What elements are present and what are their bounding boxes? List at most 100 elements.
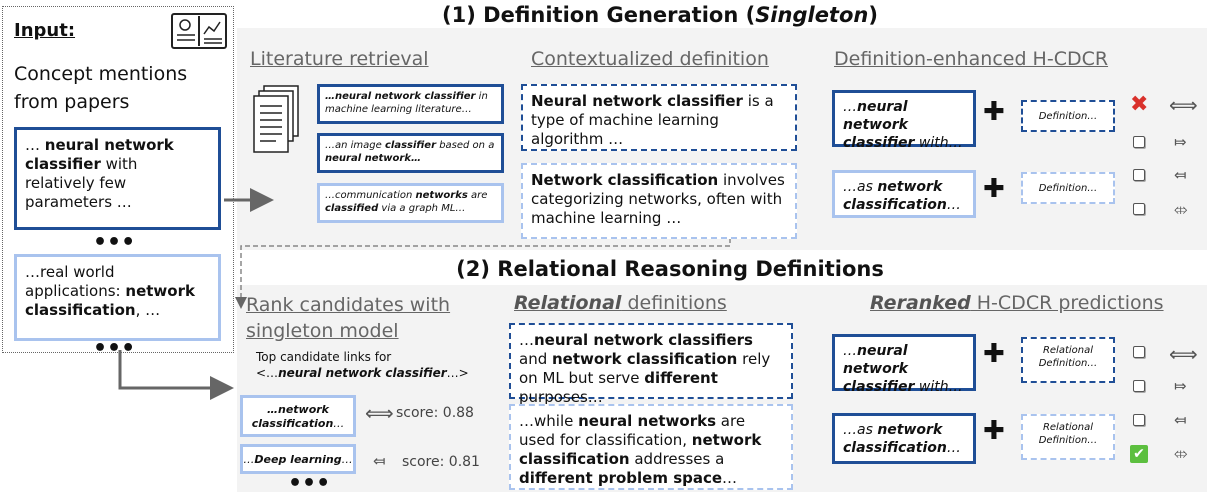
mention-bold: network classification: [843, 422, 947, 456]
definition-box-2: Definition…: [1021, 172, 1115, 204]
snippet-text: based on a: [436, 140, 495, 151]
mention-pre: …: [843, 343, 857, 359]
relational-text: addresses a: [629, 450, 725, 468]
snippet-bold: classifier: [384, 140, 437, 151]
rank-candidates-heading: Rank candidates with singleton model: [246, 292, 450, 344]
section1-title-post: ): [868, 3, 878, 27]
cross-icon: ✖: [1130, 92, 1149, 117]
definition-box-1: Definition…: [1021, 100, 1115, 132]
relational-bold: network classification: [552, 350, 738, 368]
relational-definition-box-1: Relational Definition…: [1021, 337, 1115, 383]
snippet-bold: neural network…: [325, 153, 421, 164]
document-stack-icon: [252, 84, 300, 154]
snippet-text: …an image: [325, 140, 385, 151]
mention-post: with…: [914, 379, 963, 395]
plus-icon: ✚: [983, 174, 1005, 204]
check-icon: ✔: [1130, 445, 1148, 463]
definition-network-classification: Network classification involves categori…: [521, 163, 797, 239]
relational-definition-1: …neural network classifiers and network …: [509, 323, 793, 406]
snippet-text: …communication: [325, 190, 416, 201]
caption-pre: <…: [256, 366, 279, 380]
rank-caption-line2: <…neural network classifier…>: [256, 365, 469, 381]
candidate-post: …: [341, 453, 353, 466]
definition-enhanced-heading: Definition-enhanced H-CDCR: [834, 48, 1109, 70]
book-icon: [171, 12, 227, 50]
reranked-predictions-heading: Reranked H-CDCR predictions: [870, 292, 1164, 314]
ellipsis: •••: [288, 471, 331, 496]
arrow-input-to-rank: [118, 350, 234, 400]
relational-text: rely on ML but serve: [519, 350, 771, 387]
left-arrow-icon: ⤆: [1174, 411, 1187, 429]
mention-pre: …as: [843, 179, 878, 195]
mention-post: …: [946, 197, 961, 213]
section1-title: (1) Definition Generation (Singleton): [390, 3, 930, 27]
mention-bold: neural network classifier: [25, 136, 174, 173]
mention-bold: neural network classifier: [843, 343, 915, 395]
definition-bold: Network classification: [531, 171, 719, 189]
right-arrow-icon: ⤇: [1174, 133, 1187, 151]
mention-pre: …: [25, 136, 45, 154]
snippet-image-classifier: …an image classifier based on a neural n…: [317, 133, 504, 173]
relational-bold: different problem space: [519, 469, 723, 487]
rank-caption-line1: Top candidate links for: [256, 350, 392, 364]
ellipsis: •••: [93, 336, 136, 361]
snippet-neural-network: …neural network classifier in machine le…: [317, 84, 504, 124]
equivalence-icon: ⟺: [1169, 93, 1198, 117]
mention-post: with…: [914, 135, 963, 151]
enhanced-mention-1: …neural network classifier with…: [832, 90, 976, 151]
ellipsis: •••: [93, 230, 136, 255]
mention-pre: …: [843, 99, 857, 115]
checkbox-icon: [1133, 414, 1145, 426]
plus-icon: ✚: [983, 97, 1005, 127]
reranked-heading-em: Reranked: [870, 292, 971, 314]
left-arrow-icon: ⤆: [373, 452, 386, 470]
no-relation-icon: ⤄: [1174, 444, 1188, 462]
candidate-score-2: score: 0.81: [402, 454, 480, 470]
candidate-post: …: [333, 417, 345, 430]
caption-post: …>: [446, 366, 469, 380]
candidate-score-1: score: 0.88: [396, 405, 474, 421]
reranked-heading-rest: H-CDCR predictions: [970, 292, 1164, 314]
plus-icon: ✚: [983, 339, 1005, 369]
relational-text: are used for classification,: [519, 412, 746, 449]
checkbox-icon: [1133, 346, 1145, 358]
enhanced-mention-2: …as network classification…: [832, 170, 976, 218]
mention-post: , …: [135, 301, 161, 319]
mention-pre: …as: [843, 422, 878, 438]
mention-bold: network classification: [843, 179, 947, 213]
mention-pre: …real world applications:: [25, 263, 126, 300]
mention-post: with relatively few parameters …: [25, 155, 138, 211]
relational-text: …: [722, 469, 738, 487]
snippet-bold: networks: [415, 190, 468, 201]
relational-text: and: [519, 350, 552, 368]
snippet-bold: …neural network classifier: [325, 91, 476, 102]
section1-title-pre: (1) Definition Generation (: [442, 3, 756, 27]
relational-text: …while: [519, 412, 579, 430]
snippet-communication-networks: …communication networks are classified v…: [317, 183, 504, 223]
section2-title: (2) Relational Reasoning Definitions: [456, 257, 884, 281]
relational-bold: neural networks: [578, 412, 717, 430]
relational-definitions-heading: Relational definitions: [514, 292, 727, 314]
equivalence-icon: ⟺: [1169, 342, 1198, 366]
no-relation-icon: ⤄: [1174, 200, 1188, 218]
rank-caption: Top candidate links for <…neural network…: [256, 349, 469, 381]
relational-bold: network classification: [519, 431, 762, 468]
relational-bold: neural network classifiers: [534, 331, 753, 349]
relational-heading-rest: definitions: [621, 292, 727, 314]
checkbox-icon: [1133, 380, 1145, 392]
relational-bold: different: [644, 369, 718, 387]
candidate-network-classification: …network classification…: [240, 395, 356, 437]
definition-bold: Neural network classifier: [531, 92, 743, 110]
reranked-mention-1: …neural network classifier with…: [832, 334, 976, 395]
arrow-definitions-to-rank: [235, 238, 731, 309]
left-arrow-icon: ⤆: [1174, 166, 1187, 184]
input-description: Concept mentions from papers: [14, 63, 188, 113]
snippet-text: in machine learning literature…: [325, 91, 488, 115]
checkbox-icon: [1133, 203, 1145, 215]
candidate-bold: …network classification: [251, 403, 334, 430]
candidate-bold: Deep learning: [254, 453, 342, 466]
mention-post: …: [946, 440, 961, 456]
relational-text: …: [519, 331, 534, 349]
input-label: Input:: [14, 20, 76, 41]
